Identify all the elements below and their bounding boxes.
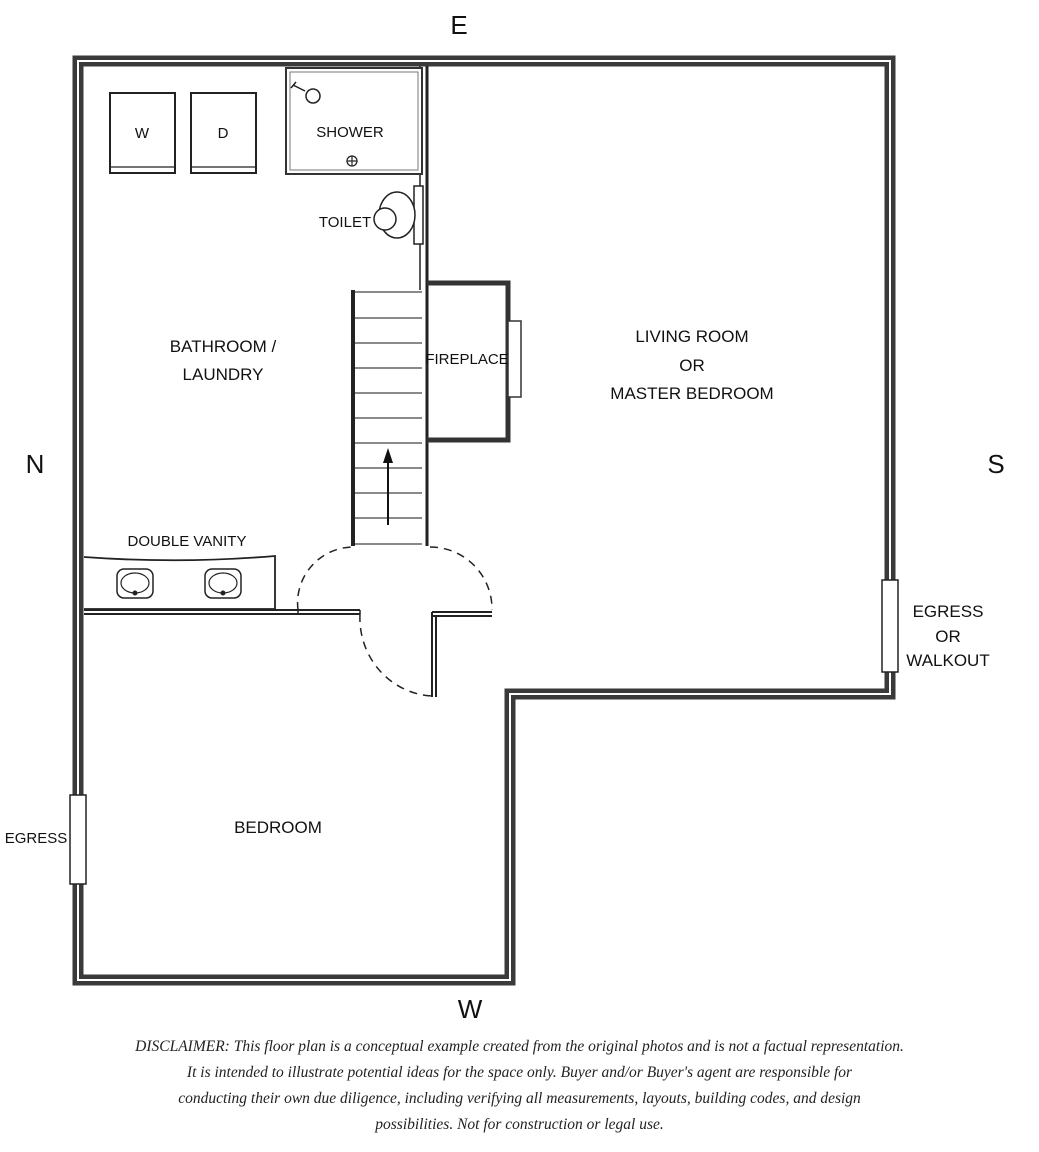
toilet-label: TOILET: [319, 214, 371, 231]
double-vanity-counter: [83, 555, 276, 610]
bath-door-swing: [296, 546, 355, 611]
shower-label: SHOWER: [316, 124, 384, 141]
shower-drain-icon: [346, 155, 358, 167]
compass-south: S: [987, 449, 1004, 479]
floor-plan: E N S W W D SHOWER TOILET BATHROOM / LAU…: [5, 10, 1005, 1024]
living-door-swing: [429, 546, 493, 611]
walkout-label: WALKOUT: [906, 651, 989, 670]
shower-head-icon: [290, 81, 321, 104]
master-bedroom-label: MASTER BEDROOM: [610, 384, 773, 403]
bedroom-label: BEDROOM: [234, 818, 322, 837]
fireplace-label: FIREPLACE: [425, 351, 508, 368]
egress-west-label: EGRESS: [5, 830, 68, 847]
egress-or-label: OR: [935, 627, 961, 646]
stair-up-arrow: [383, 448, 393, 525]
egress-window-south-wall: [881, 579, 899, 673]
disclaimer: DISCLAIMER: This floor plan is a concept…: [40, 1034, 999, 1138]
dryer-label: D: [218, 125, 229, 142]
laundry-label: LAUNDRY: [183, 365, 264, 384]
disclaimer-line: possibilities. Not for construction or l…: [375, 1116, 664, 1133]
washer-label: W: [135, 125, 150, 142]
disclaimer-line: conducting their own due diligence, incl…: [178, 1090, 861, 1107]
interior-wall-bath-bedroom: [84, 609, 361, 615]
disclaimer-line: It is intended to illustrate potential i…: [186, 1064, 853, 1081]
compass-east: E: [450, 10, 467, 40]
bedroom-door-swing: [359, 613, 433, 697]
dryer: [190, 92, 257, 174]
sink-icon: [204, 568, 242, 599]
living-room-label: LIVING ROOM: [635, 327, 748, 346]
living-room-or-label: OR: [679, 356, 705, 375]
double-vanity-label: DOUBLE VANITY: [128, 533, 247, 550]
washer: [109, 92, 176, 174]
bathroom-label: BATHROOM /: [170, 337, 277, 356]
fireplace-hearth: [507, 320, 522, 398]
disclaimer-line: DISCLAIMER: This floor plan is a concept…: [135, 1038, 904, 1055]
compass-north: N: [26, 449, 45, 479]
exterior-wall: [72, 55, 896, 986]
sink-icon: [116, 568, 154, 599]
egress-window-north-wall: [69, 794, 87, 885]
compass-west: W: [458, 994, 483, 1024]
bedroom-partition: [431, 611, 492, 697]
toilet-icon: [373, 185, 424, 245]
egress-south-label: EGRESS: [913, 602, 984, 621]
